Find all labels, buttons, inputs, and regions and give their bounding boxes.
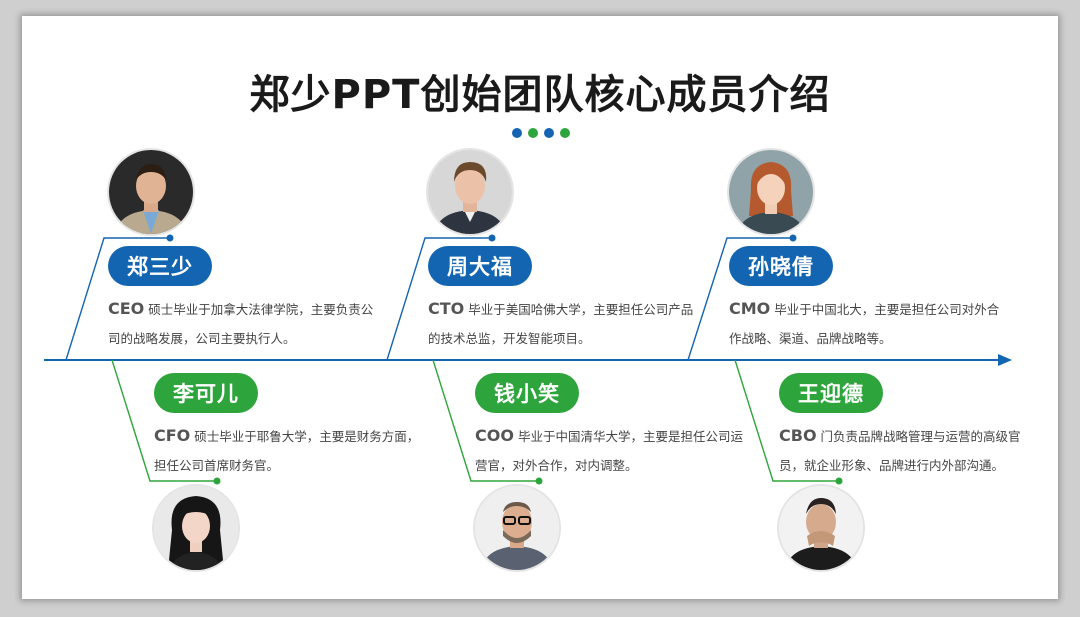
connector-coo: [432, 359, 539, 482]
member-desc-text-cfo: 硕士毕业于耶鲁大学，主要是财务方面，担任公司首席财务官。: [154, 429, 420, 473]
member-name-pill-ceo: 郑三少: [108, 246, 212, 286]
connector-dot-cfo: [213, 477, 221, 485]
member-desc-text-coo: 毕业于中国清华大学，主要是担任公司运营官，对外合作，对内调整。: [475, 429, 743, 473]
dot-4: [560, 128, 570, 138]
member-name-pill-cmo: 孙晓倩: [729, 246, 833, 286]
avatar-man-icon: [109, 150, 193, 234]
connector-dot-cbo: [835, 477, 843, 485]
connector-cto: [386, 237, 492, 361]
member-name-pill-cto: 周大福: [428, 246, 532, 286]
member-name-pill-cfo: 李可儿: [154, 373, 258, 413]
connector-cbo: [734, 359, 839, 482]
avatar-man-icon: [475, 486, 559, 570]
member-desc-text-cmo: 毕业于中国北大，主要是担任公司对外合作战略、渠道、品牌战略等。: [729, 302, 1000, 346]
connector-dot-ceo: [166, 234, 174, 242]
member-role-ceo: CEO: [108, 299, 145, 318]
connector-ceo: [65, 237, 170, 361]
member-desc-text-cto: 毕业于美国哈佛大学，主要担任公司产品的技术总监，开发智能项目。: [428, 302, 694, 346]
connector-dot-cto: [488, 234, 496, 242]
connector-cmo: [687, 237, 793, 361]
timeline-arrow-icon: [998, 354, 1012, 366]
dot-3: [544, 128, 554, 138]
avatar-man-icon: [779, 486, 863, 570]
avatar-woman-icon: [154, 486, 238, 570]
page-title: 郑少PPT创始团队核心成员介绍: [249, 72, 831, 118]
member-role-cfo: CFO: [154, 426, 191, 445]
connector-dot-cmo: [789, 234, 797, 242]
dot-2: [528, 128, 538, 138]
connector-dot-coo: [535, 477, 543, 485]
connector-cfo: [111, 359, 217, 482]
member-name-pill-cbo: 王迎德: [779, 373, 883, 413]
member-role-cto: CTO: [428, 299, 465, 318]
member-name-pill-coo: 钱小笑: [475, 373, 579, 413]
member-role-cmo: CMO: [729, 299, 771, 318]
avatar-man-icon: [428, 150, 512, 234]
member-role-cbo: CBO: [779, 426, 817, 445]
member-role-coo: COO: [475, 426, 514, 445]
avatar-woman-icon: [729, 150, 813, 234]
member-desc-text-ceo: 硕士毕业于加拿大法律学院，主要负责公司的战略发展，公司主要执行人。: [108, 302, 374, 346]
dot-1: [512, 128, 522, 138]
member-desc-text-cbo: 门负责品牌战略管理与运营的高级官员，就企业形象、品牌进行内外部沟通。: [779, 429, 1021, 473]
